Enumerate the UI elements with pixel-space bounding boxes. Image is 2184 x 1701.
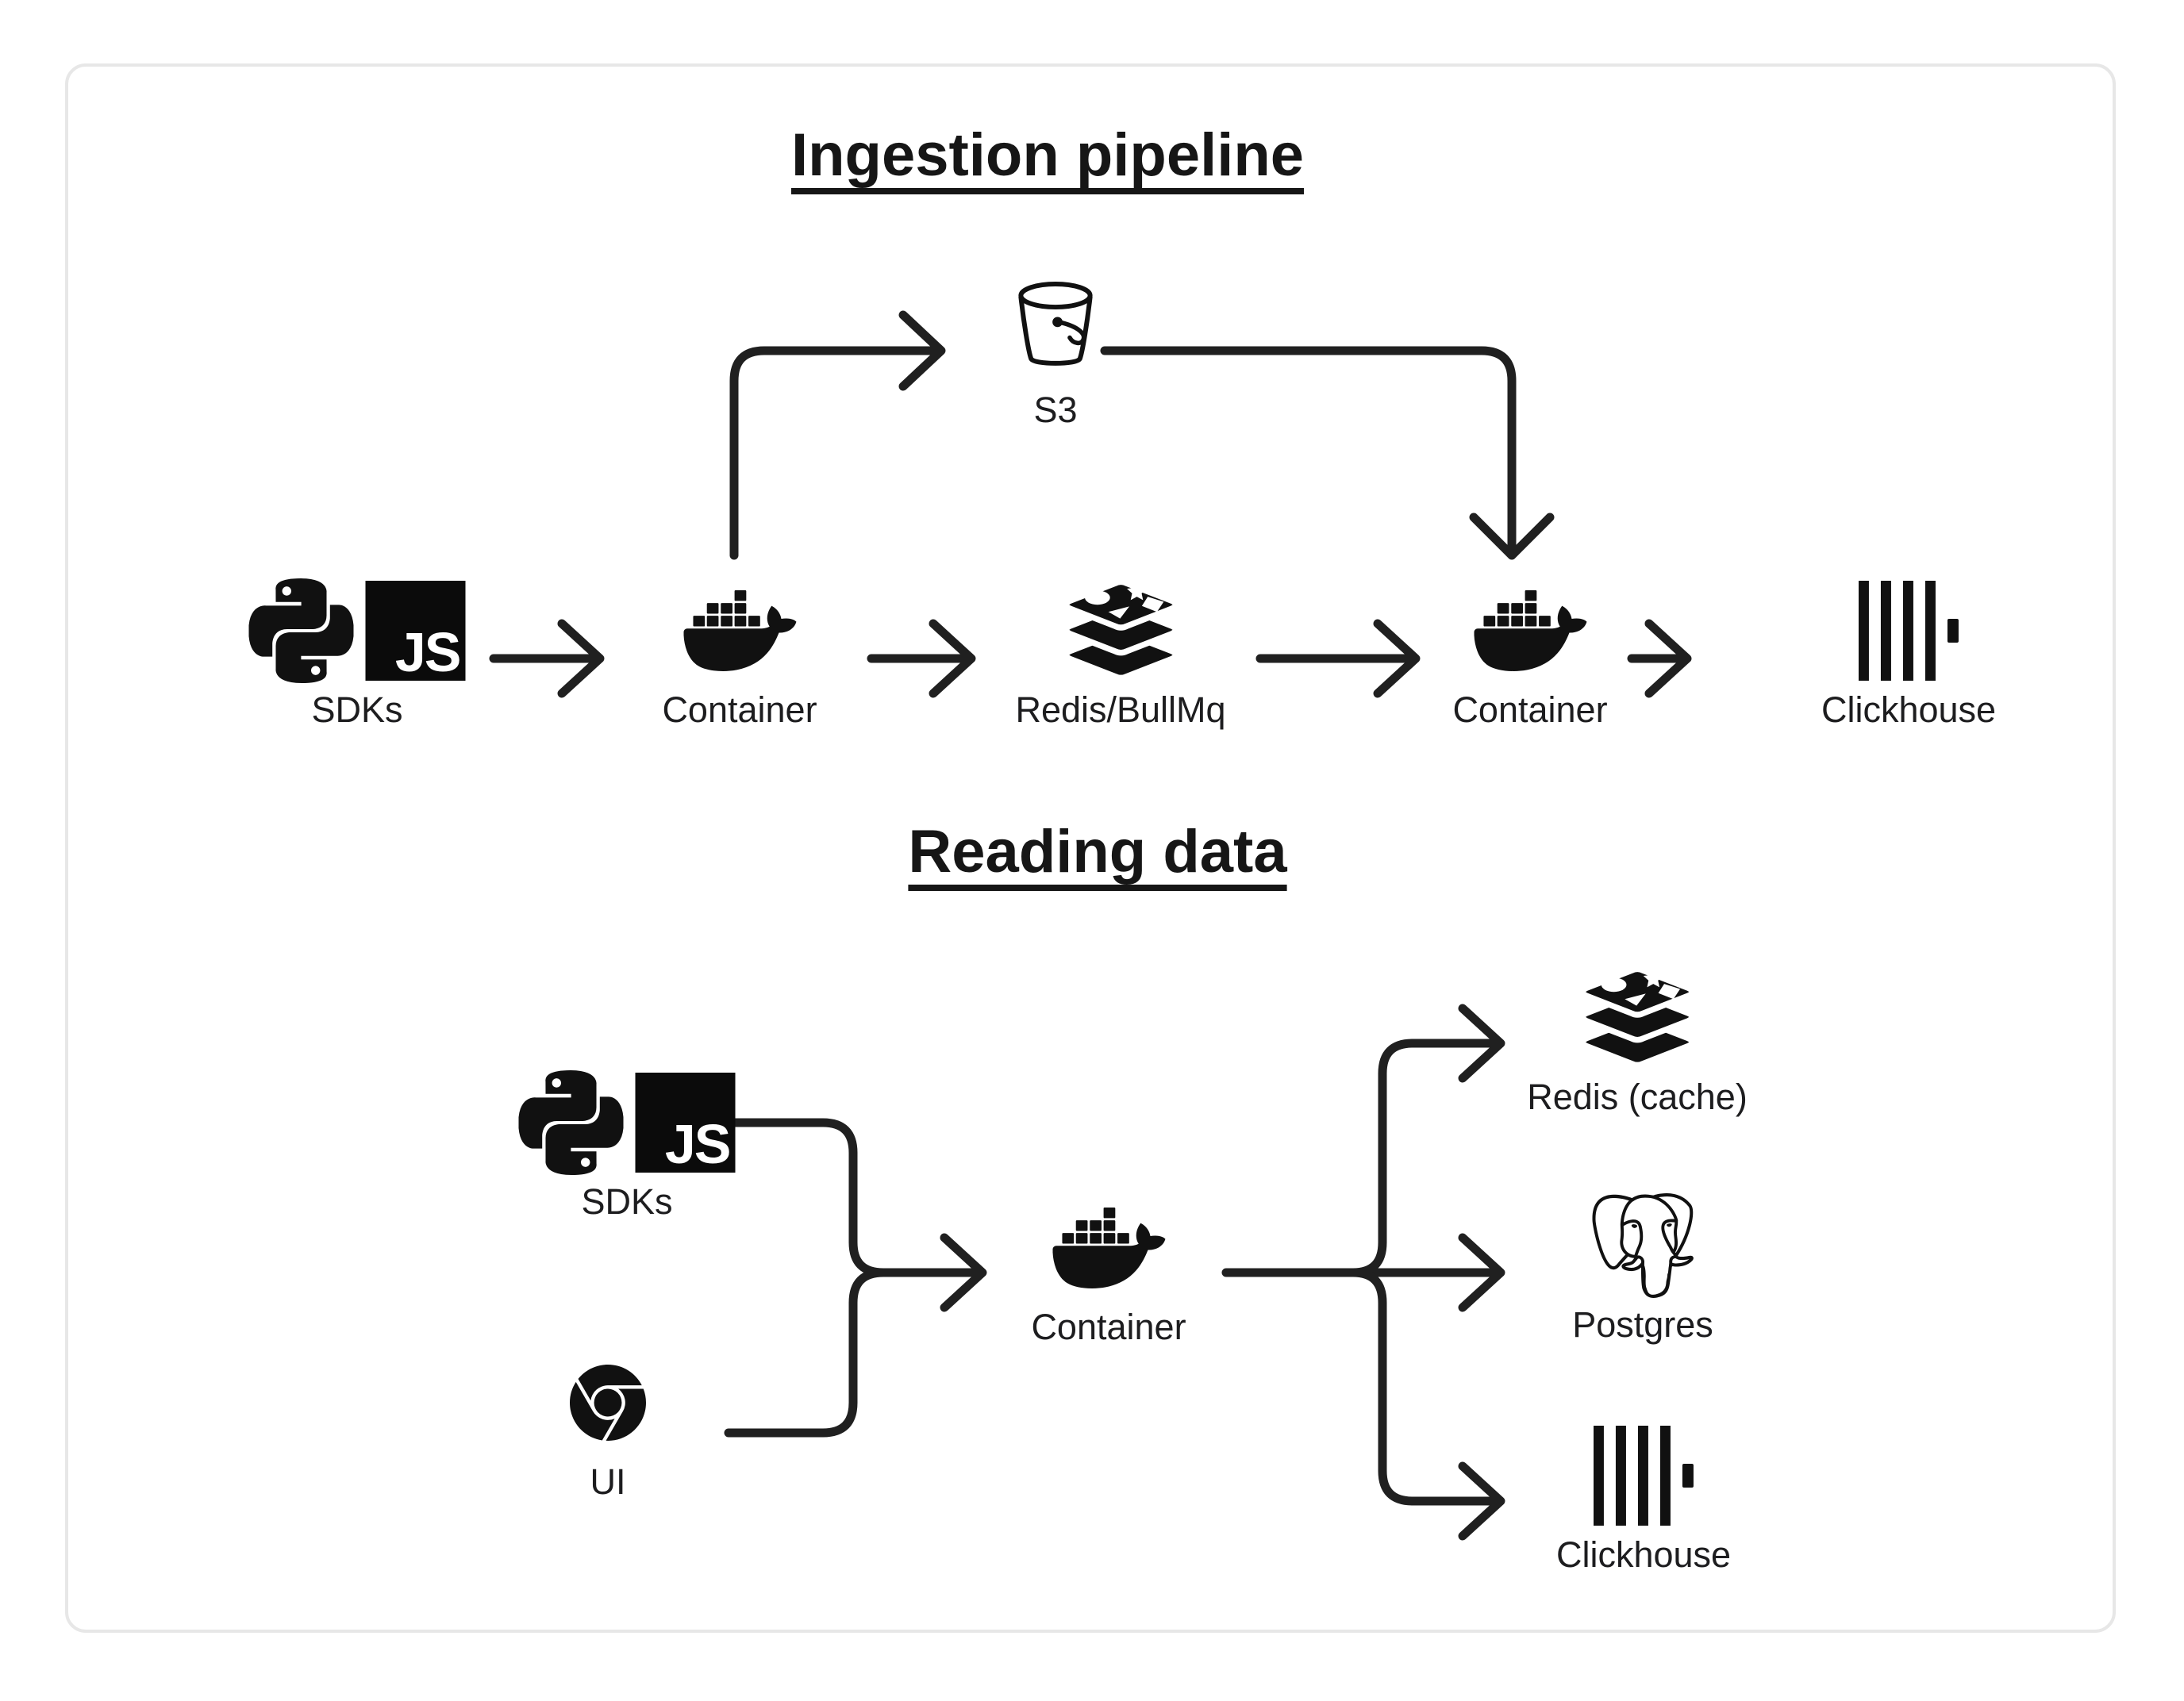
chrome-icon-box [570, 1347, 646, 1458]
node-ingest-s3: S3 [1015, 275, 1097, 431]
docker-icon-box [683, 575, 796, 686]
docker-icon [1052, 1192, 1165, 1304]
node-label: Redis (cache) [1527, 1077, 1748, 1117]
docker-icon-box [1474, 575, 1586, 686]
python-icon [249, 578, 354, 683]
node-label: Container [1031, 1307, 1186, 1347]
redis-icon [1578, 966, 1697, 1070]
node-ingest-container-2: Container [1452, 575, 1608, 731]
section-title-reading: Reading data [908, 818, 1287, 885]
node-label: SDKs [581, 1181, 673, 1222]
node-ingest-redis: Redis/BullMq [1015, 575, 1226, 731]
node-label: S3 [1033, 390, 1078, 430]
node-label: Clickhouse [1555, 1534, 1732, 1575]
redis-icon [1061, 579, 1180, 683]
javascript-icon-text: JS [394, 621, 462, 683]
node-read-container: Container [1031, 1192, 1186, 1348]
docker-icon [683, 574, 796, 687]
node-label: UI [590, 1461, 626, 1502]
postgres-icon-box [1590, 1190, 1695, 1301]
node-ingest-sdks: JS SDKs [249, 575, 466, 731]
docker-icon-box [1052, 1192, 1165, 1304]
node-ingest-clickhouse: Clickhouse [1821, 575, 1996, 731]
javascript-icon-text: JS [664, 1113, 732, 1175]
diagram-card [65, 63, 2116, 1633]
section-title-ingestion: Ingestion pipeline [790, 121, 1305, 189]
sdks-icon-group: JS [249, 575, 466, 686]
clickhouse-icon [1859, 581, 1959, 681]
clickhouse-icon-box [1859, 575, 1959, 686]
python-icon [519, 1070, 624, 1175]
s3-icon-box [1015, 275, 1097, 386]
node-read-ui: UI [570, 1347, 646, 1503]
sdks-icon-group: JS [519, 1067, 736, 1178]
chrome-icon [570, 1365, 646, 1441]
node-label: SDKs [311, 689, 403, 730]
javascript-icon: JS [365, 581, 466, 683]
clickhouse-icon-box [1594, 1420, 1694, 1531]
node-label: Container [1452, 689, 1608, 730]
node-read-redis-cache: Redis (cache) [1527, 962, 1748, 1118]
redis-icon-box [1578, 962, 1697, 1073]
docker-icon [1474, 574, 1586, 687]
clickhouse-icon [1594, 1426, 1694, 1526]
node-ingest-container-1: Container [662, 575, 817, 731]
postgresql-icon [1590, 1193, 1695, 1298]
s3-bucket-icon [1015, 279, 1097, 382]
node-label: Redis/BullMq [1015, 689, 1226, 730]
node-read-postgres: Postgres [1572, 1190, 1713, 1346]
redis-icon-box [1061, 575, 1180, 686]
node-read-sdks: JS SDKs [519, 1067, 736, 1223]
node-read-clickhouse: Clickhouse [1556, 1420, 1731, 1576]
node-label: Container [662, 689, 817, 730]
node-label: Clickhouse [1821, 689, 1997, 730]
node-label: Postgres [1572, 1304, 1713, 1345]
javascript-icon: JS [635, 1073, 736, 1175]
